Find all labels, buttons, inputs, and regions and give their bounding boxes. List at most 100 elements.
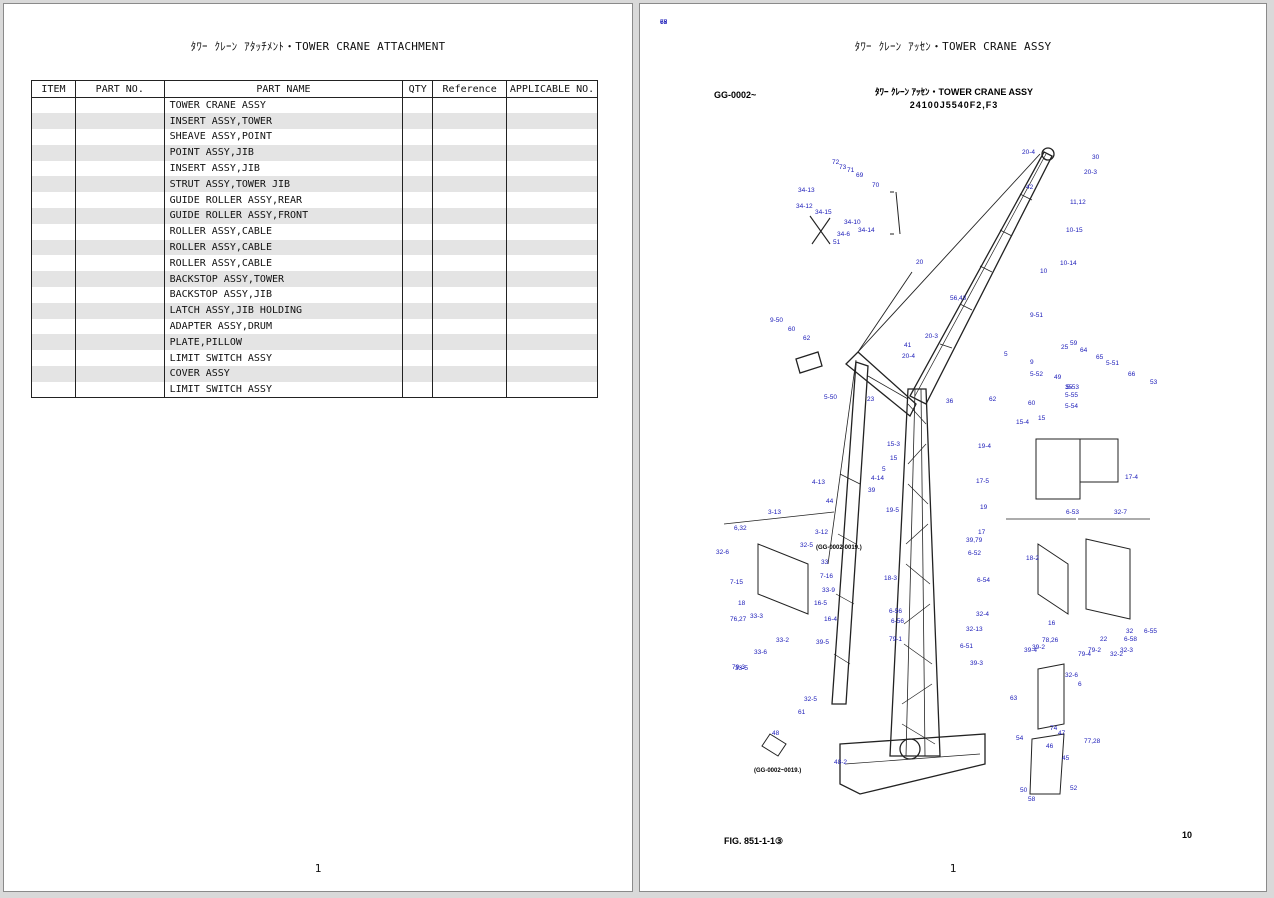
table-cell [432, 381, 508, 399]
callout-label: 6 [1078, 681, 1082, 688]
table-cell [506, 176, 598, 193]
callout-label: 22 [1100, 636, 1108, 643]
callout-label: 18 [738, 600, 746, 607]
callout-label: 6-52 [968, 550, 981, 557]
callout-label: 9-50 [770, 317, 783, 324]
callout-label: 32-6 [716, 549, 729, 556]
callout-label: 59 [1070, 340, 1078, 347]
table-cell [506, 255, 598, 272]
part-name-cell: LATCH ASSY,JIB HOLDING [163, 302, 404, 319]
drawing-subtitle: 24100J5540F2,F3 [910, 100, 999, 110]
table-cell [506, 129, 598, 145]
part-name-cell: LIMIT SWITCH ASSY [163, 381, 404, 399]
callout-label: 72 [832, 159, 840, 166]
table-cell [74, 350, 165, 367]
table-cell [506, 302, 598, 319]
part-name-cell: STRUT ASSY,TOWER JIB [163, 176, 404, 193]
jib-point-sheave [1041, 147, 1055, 161]
part-name-cell: ROLLER ASSY,CABLE [163, 239, 404, 256]
table-cell [432, 302, 508, 319]
pendant-line-2 [857, 271, 913, 353]
drawing-title: ﾀﾜｰ ｸﾚｰﾝ ｱｯｾﾝ・TOWER CRANE ASSY [875, 86, 1033, 97]
guide-roller-detail [1035, 438, 1119, 500]
cover-detail-right [1085, 538, 1131, 620]
part-name-cell: INSERT ASSY,JIB [163, 160, 404, 177]
callout-label: 32-3 [1120, 647, 1133, 654]
table-cell [506, 318, 598, 335]
tower-crane-drawing: GG-0002~ ﾀﾜｰ ｸﾚｰﾝ ｱｯｾﾝ・TOWER CRANE ASSY … [660, 19, 1192, 846]
callout-label: 6,32 [734, 525, 747, 532]
table-cell [402, 144, 434, 161]
table-cell [31, 129, 76, 145]
callout-label: 68 [660, 19, 668, 26]
callout-label: 52 [1070, 785, 1078, 792]
callout-label: 70 [872, 182, 880, 189]
drum [899, 738, 921, 760]
callout-label: 10-15 [1066, 227, 1083, 234]
table-cell [506, 192, 598, 209]
callout-label: 15 [890, 455, 898, 462]
table-cell [74, 113, 165, 130]
callout-label: 6-53 [1066, 509, 1079, 516]
callout-label: 34-13 [798, 187, 815, 194]
callout-label: 5-50 [824, 394, 837, 401]
callout-label: 45 [1062, 755, 1070, 762]
adapter-plate-detail [795, 351, 823, 374]
left-page-number: 1 [314, 862, 322, 875]
table-row: TOWER CRANE ASSY [31, 97, 598, 114]
part-name-cell: COVER ASSY [163, 366, 404, 382]
table-cell [402, 287, 434, 303]
callout-label: 44 [826, 498, 834, 505]
crane-structure [723, 147, 1150, 795]
part-name-cell: BACKSTOP ASSY,JIB [163, 287, 404, 303]
callout-label: 6-58 [1124, 636, 1137, 643]
callout-label: 48-2 [834, 759, 847, 766]
table-cell [402, 160, 434, 177]
point-sheave-detail [809, 215, 831, 245]
table-cell [31, 144, 76, 161]
callout-label: 62 [803, 335, 811, 342]
table-row: INSERT ASSY,JIB [31, 160, 598, 177]
table-row: SHEAVE ASSY,POINT [31, 129, 598, 145]
table-cell [31, 223, 76, 240]
part-name-cell: ADAPTER ASSY,DRUM [163, 318, 404, 335]
callout-label: 7-15 [730, 579, 743, 586]
callout-label: 6-55 [1144, 628, 1157, 635]
callout-label: 65 [1096, 354, 1104, 361]
callout-label: 33 [821, 559, 829, 566]
table-cell [432, 239, 508, 256]
part-name-cell: ROLLER ASSY,CABLE [163, 255, 404, 272]
callout-label: 50 [1020, 787, 1028, 794]
callout-label: 20 [916, 259, 924, 266]
backstop-tower [867, 375, 909, 400]
table-cell [31, 176, 76, 193]
callout-label: 18-3 [884, 575, 897, 582]
tower-mast [889, 388, 941, 757]
table-cell [506, 208, 598, 224]
table-cell [74, 366, 165, 382]
table-cell [506, 160, 598, 177]
table-cell [74, 381, 165, 399]
table-row: PLATE,PILLOW [31, 334, 598, 351]
callout-label: 56,43 [950, 295, 967, 302]
callout-label: 66 [1128, 371, 1136, 378]
callout-label: 5 [1004, 351, 1008, 358]
table-row: STRUT ASSY,TOWER JIB [31, 176, 598, 193]
table-cell [31, 113, 76, 130]
table-cell [506, 271, 598, 288]
drawing-note-upper: (GG-0002-0019.) [816, 545, 862, 551]
callout-label: 6-54 [977, 577, 990, 584]
table-cell [402, 350, 434, 367]
callout-label: 33-3 [750, 613, 763, 620]
callout-label: 16 [1048, 620, 1056, 627]
parts-table-header: ITEM PART NO. PART NAME QTY Reference AP… [31, 80, 598, 98]
callout-label: 39 [868, 487, 876, 494]
header-reference: Reference [432, 80, 508, 98]
left-page: ﾀﾜｰ ｸﾚｰﾝ ｱﾀｯﾁﾒﾝﾄ・TOWER CRANE ATTACHMENT … [3, 3, 633, 892]
table-cell [432, 160, 508, 177]
callout-label: 34-6 [837, 231, 850, 238]
header-part-name: PART NAME [163, 80, 404, 98]
table-cell [506, 334, 598, 351]
callout-label: 34-12 [796, 203, 813, 210]
